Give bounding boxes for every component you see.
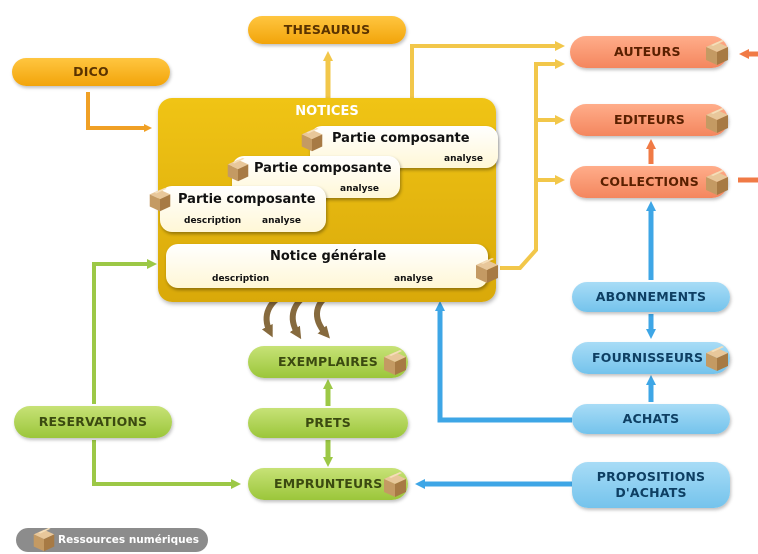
node-fournisseurs[interactable]: FOURNISSEURS: [572, 342, 730, 374]
node-reservations[interactable]: RESERVATIONS: [14, 406, 172, 438]
notice-part-card-3[interactable]: Partie composante description analyse: [160, 186, 326, 232]
notices-title: NOTICES: [295, 104, 359, 119]
part-2-title: Partie composante: [254, 161, 392, 176]
cardboard-box-icon: [706, 346, 728, 371]
arrow-achats-notices: [435, 301, 572, 423]
node-dico[interactable]: DICO: [12, 58, 170, 86]
node-achats[interactable]: ACHATS: [572, 404, 730, 434]
cardboard-box-icon: [149, 187, 171, 212]
node-collections[interactable]: COLLECTIONS: [570, 166, 728, 198]
cardboard-box-icon: [706, 40, 728, 65]
cardboard-box-icon: [227, 157, 249, 182]
part-3-description: description: [184, 216, 242, 226]
node-propositions-achats[interactable]: PROPOSITIONS D'ACHATS: [572, 462, 730, 508]
node-auteurs[interactable]: AUTEURS: [570, 36, 728, 68]
node-exemplaires[interactable]: EXEMPLAIRES: [248, 346, 408, 378]
node-editeurs[interactable]: EDITEURS: [570, 104, 728, 136]
cardboard-box-icon: [301, 127, 323, 152]
cardboard-box-icon: [706, 170, 728, 195]
arrow-reservations-emprunteurs: [92, 440, 241, 489]
node-thesaurus[interactable]: THESAURUS: [248, 16, 406, 44]
notice-generale-analyse: analyse: [394, 274, 433, 284]
propositions-line-1: PROPOSITIONS: [596, 469, 706, 485]
arrow-notice-generale-branch: [500, 59, 565, 270]
cardboard-box-icon: [384, 472, 406, 497]
cardboard-box-icon: [476, 258, 498, 283]
cardboard-box-icon: [706, 108, 728, 133]
arrow-reservations-notices: [92, 259, 157, 404]
arrow-dico-notices: [86, 92, 152, 132]
notice-generale-title: Notice générale: [270, 249, 387, 264]
part-3-analyse: analyse: [262, 216, 301, 226]
cardboard-box-icon: [33, 527, 55, 552]
propositions-line-2: D'ACHATS: [615, 485, 687, 500]
part-2-analyse: analyse: [340, 184, 379, 194]
cardboard-box-icon: [384, 350, 406, 375]
notice-generale-description: description: [212, 274, 270, 284]
node-prets[interactable]: PRETS: [248, 408, 408, 438]
node-abonnements[interactable]: ABONNEMENTS: [572, 282, 730, 312]
part-1-analyse: analyse: [444, 154, 483, 164]
notice-generale-card[interactable]: Notice générale description analyse: [166, 244, 488, 288]
legend-ressources-numeriques: Ressources numériques: [16, 527, 208, 552]
part-1-title: Partie composante: [332, 131, 470, 146]
part-3-title: Partie composante: [178, 192, 316, 207]
node-emprunteurs[interactable]: EMPRUNTEURS: [248, 468, 408, 500]
legend-label: Ressources numériques: [58, 534, 199, 546]
